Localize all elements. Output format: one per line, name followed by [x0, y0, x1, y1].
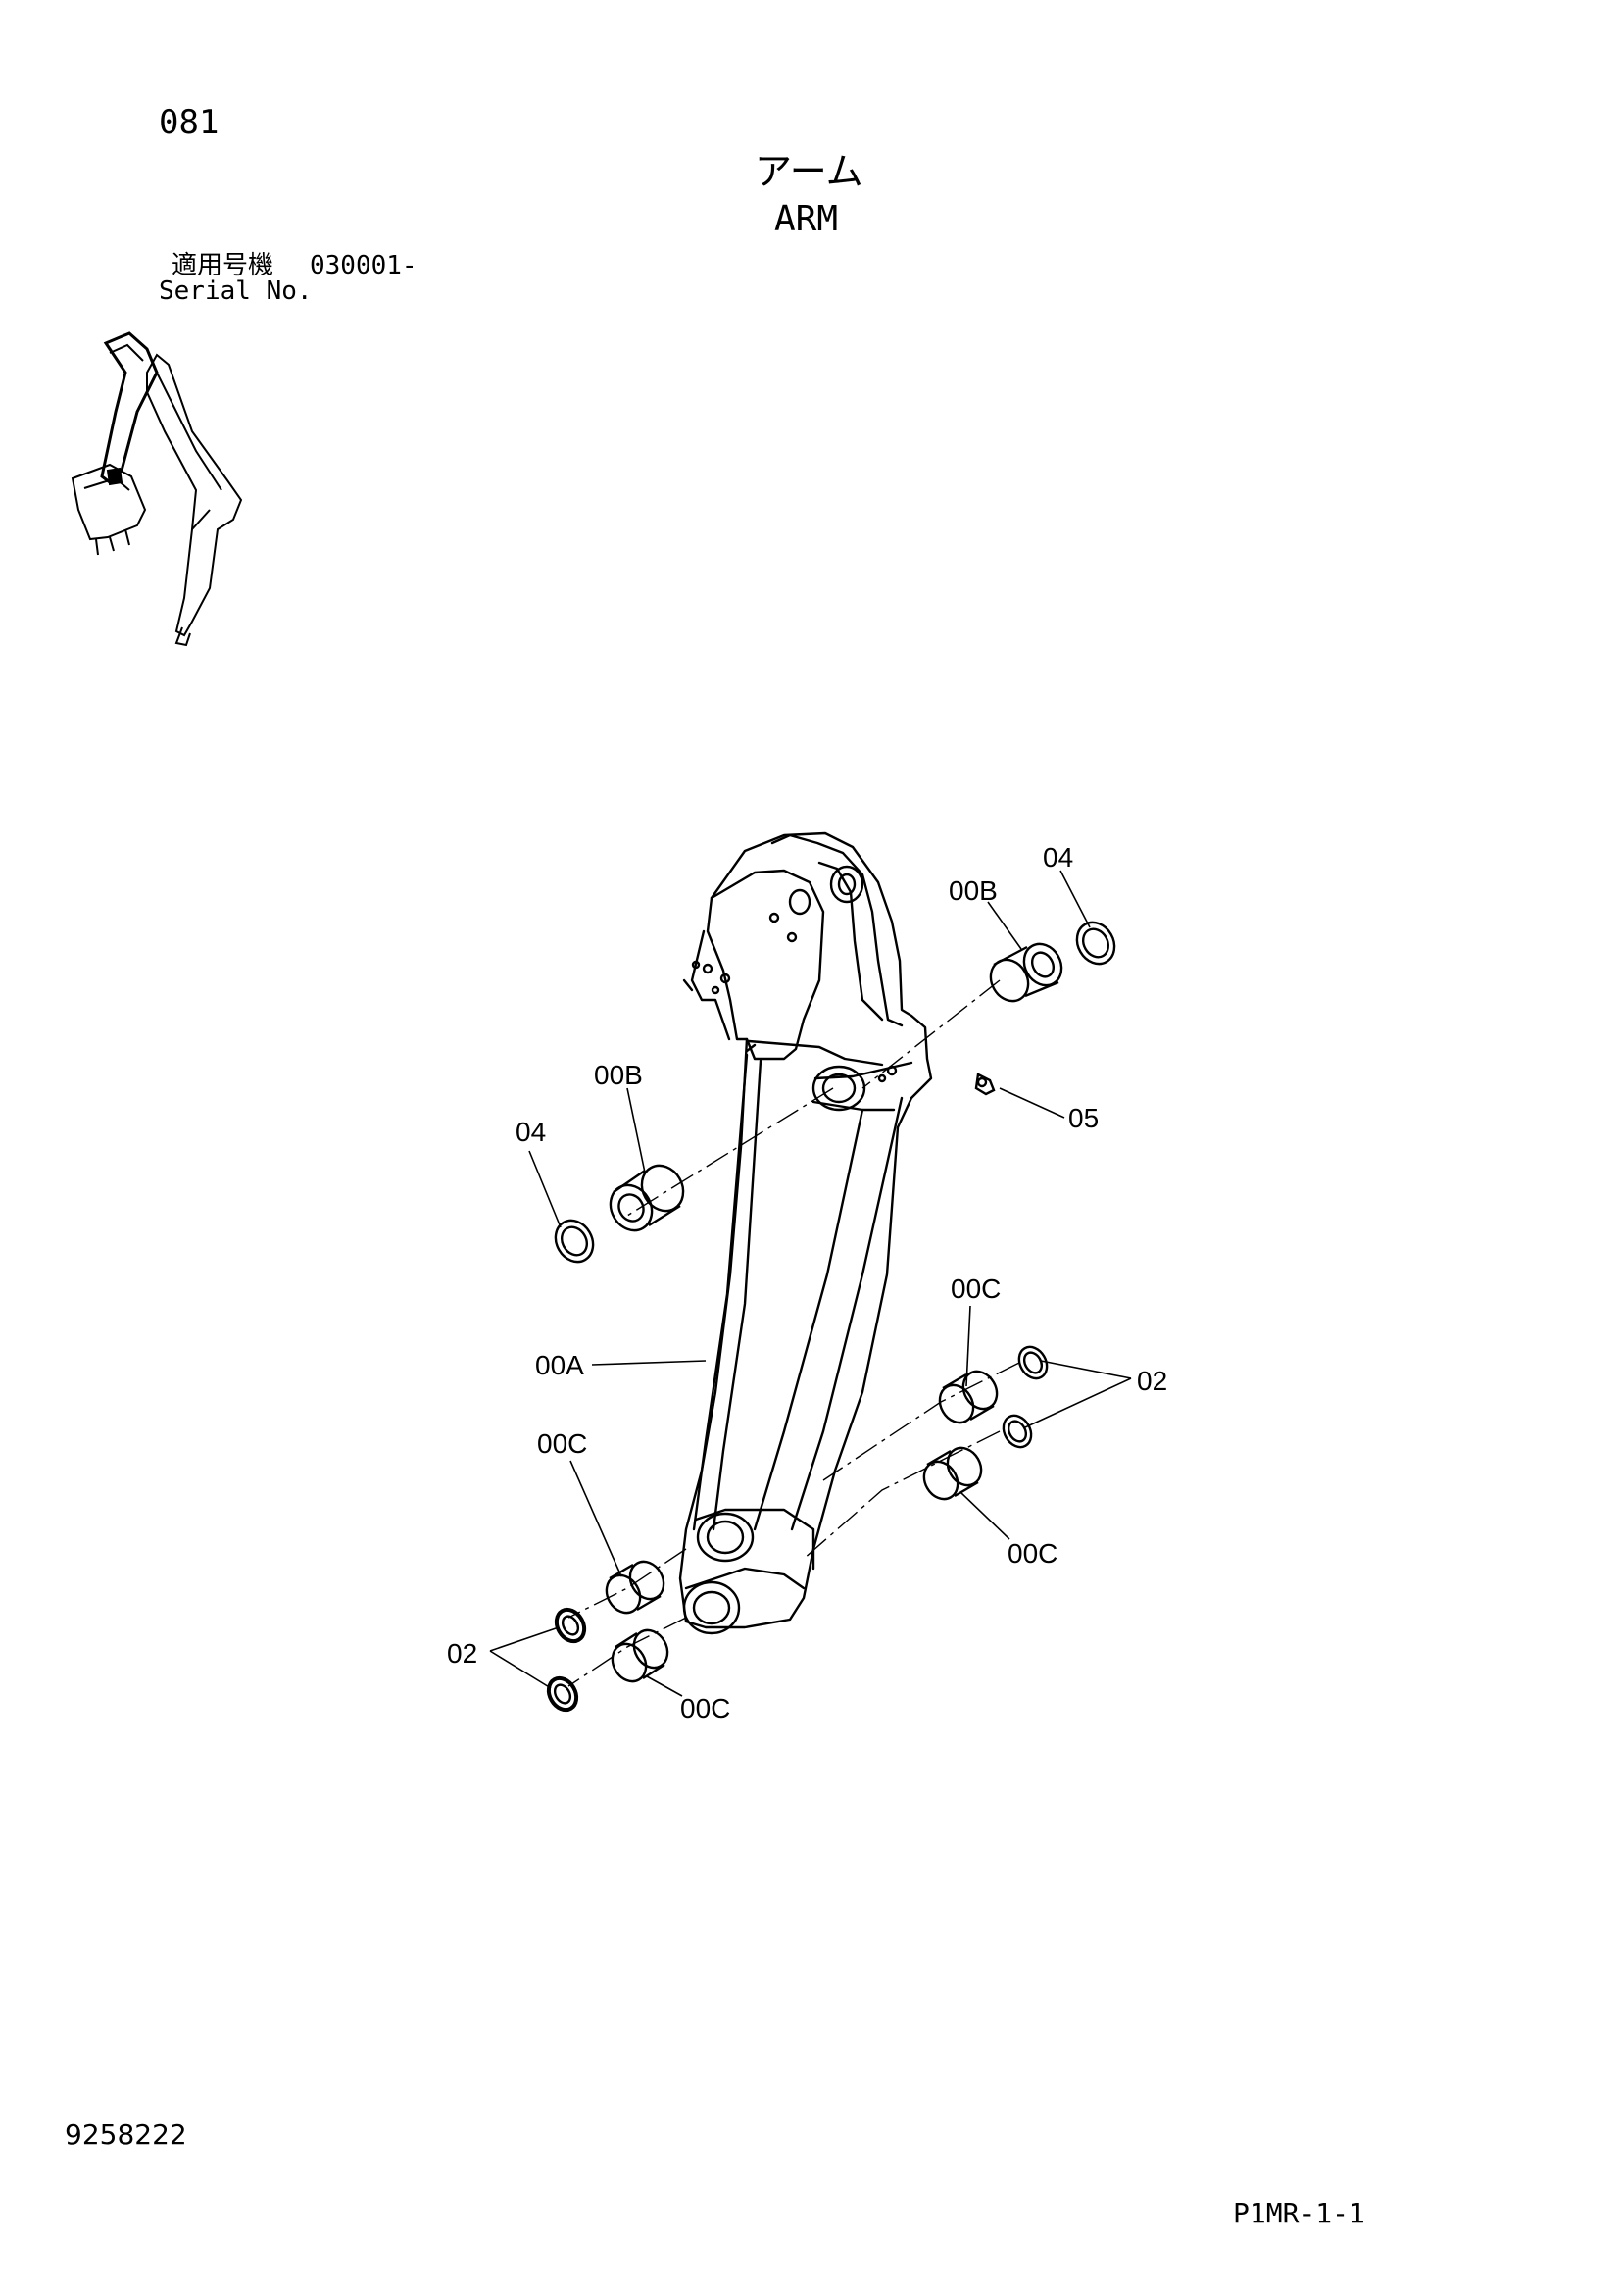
callout-00a: 00A	[535, 1350, 584, 1380]
bushing-00c-left-bottom	[611, 1628, 669, 1683]
leader-lines	[489, 870, 1132, 1697]
callout-00c-right-top: 00C	[951, 1273, 1001, 1304]
seal-02-left-top	[554, 1607, 587, 1644]
callout-04-left: 04	[516, 1117, 546, 1147]
grease-fitting-05	[974, 1073, 996, 1096]
callout-00c-right-bottom: 00C	[1008, 1538, 1057, 1569]
callout-00c-left-top: 00C	[537, 1428, 587, 1459]
parts	[546, 921, 1116, 1713]
page-number: 081	[159, 103, 220, 142]
callout-00b-left: 00B	[594, 1060, 643, 1090]
bushing-00c-left-top	[605, 1560, 665, 1615]
seal-04-left	[554, 1219, 595, 1264]
callout-04-top: 04	[1043, 842, 1073, 873]
callout-00b-top: 00B	[949, 875, 998, 906]
seal-02-right-top	[1017, 1345, 1049, 1380]
bushing-00c-right-top	[938, 1370, 999, 1424]
serial-range: 030001-	[310, 251, 418, 280]
thumbnail-drawing	[71, 331, 243, 647]
seal-02-right-bottom	[1002, 1414, 1033, 1449]
bushing-00c-right-bottom	[922, 1446, 983, 1501]
callout-02-left: 02	[447, 1638, 477, 1669]
bushing-00b-right	[989, 942, 1063, 1003]
document-number: 9258222	[65, 2119, 187, 2151]
seal-02-left-bottom	[546, 1675, 579, 1713]
callout-02-right: 02	[1137, 1366, 1167, 1396]
bushing-00b-left	[609, 1164, 685, 1232]
callout-00c-left-bottom: 00C	[680, 1693, 730, 1723]
serial-label-japanese: 適用号機	[172, 251, 274, 280]
page-title: ARM	[774, 199, 839, 239]
arm-body	[678, 831, 933, 1629]
page-code: P1MR-1-1	[1233, 2197, 1365, 2229]
seal-04-right	[1075, 921, 1116, 966]
page-title-japanese: アーム	[755, 150, 863, 193]
serial-label: Serial No.	[159, 276, 313, 306]
callout-05: 05	[1068, 1103, 1099, 1133]
